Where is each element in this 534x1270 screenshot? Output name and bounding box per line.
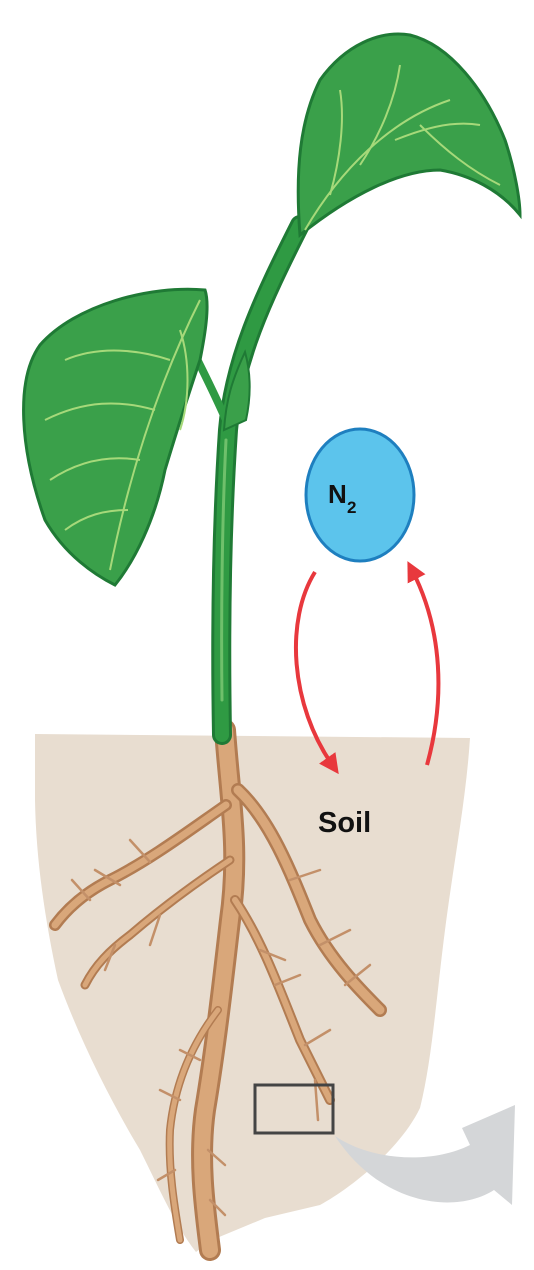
left-leaf <box>24 289 208 585</box>
gas-subscript: 2 <box>347 498 356 517</box>
plant-stem <box>195 225 300 735</box>
soil-label: Soil <box>318 807 371 839</box>
gas-symbol: N <box>328 479 347 509</box>
top-leaf <box>298 34 520 235</box>
n2-molecule-icon: N 2 <box>306 429 414 561</box>
nitrogen-cycle-arrows-icon <box>296 570 438 766</box>
